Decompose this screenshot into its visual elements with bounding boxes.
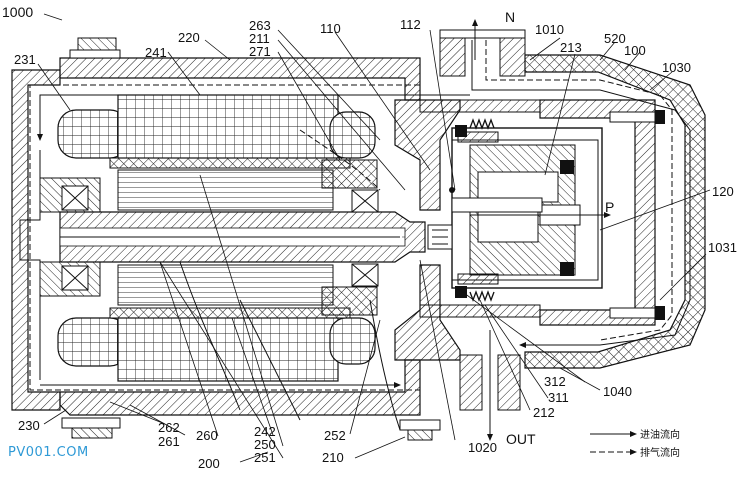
watermark-text: PV001.COM	[8, 445, 89, 460]
pressure-letter: P	[605, 199, 614, 215]
label-520: 520	[604, 31, 626, 46]
exhaust-flow-lines	[29, 40, 673, 391]
rotor	[117, 159, 378, 316]
label-251: 251	[254, 450, 276, 465]
pump-rotor	[451, 127, 603, 289]
label-112: 112	[400, 17, 421, 32]
legend-exhaust-label: 排气流向	[640, 446, 680, 459]
label-312: 312	[544, 374, 566, 389]
oil-flow-lines	[19, 19, 691, 441]
part-labels: 1000 231 241 220 263 211 271 110 112 N 1…	[2, 4, 737, 471]
label-252: 252	[324, 428, 346, 443]
legend-oil-label: 进油流向	[640, 428, 680, 441]
label-271: 271	[249, 44, 271, 59]
leader-lines	[37, 13, 711, 463]
coupling	[427, 187, 455, 250]
label-241: 241	[145, 45, 167, 60]
stator-winding-bottom	[57, 307, 376, 382]
left-bearing	[39, 177, 101, 297]
outlet-port	[459, 354, 521, 411]
label-230: 230	[18, 418, 40, 433]
label-1030: 1030	[662, 60, 691, 75]
inlet-letter: N	[505, 9, 515, 25]
label-262: 262	[158, 420, 180, 435]
label-1040: 1040	[603, 384, 632, 399]
outlet-letter: OUT	[506, 431, 536, 447]
label-110: 110	[320, 21, 341, 36]
label-242: 242	[254, 424, 276, 439]
label-210: 210	[322, 450, 344, 465]
flow-legend: 进油流向 排气流向	[590, 428, 680, 459]
label-1031: 1031	[708, 240, 737, 255]
label-311: 311	[548, 390, 569, 405]
label-263: 263	[249, 18, 271, 33]
label-100: 100	[624, 43, 646, 58]
stator-winding-top	[57, 94, 376, 169]
label-220: 220	[178, 30, 200, 45]
motor-housing	[11, 37, 421, 439]
label-213: 213	[560, 40, 582, 55]
springs	[455, 118, 495, 302]
right-bearing	[351, 189, 379, 287]
label-250: 250	[254, 437, 276, 452]
label-212: 212	[533, 405, 555, 420]
label-260: 260	[196, 428, 218, 443]
inlet-port	[439, 29, 526, 77]
label-211: 211	[249, 31, 270, 46]
figure-number-label: 1000	[2, 4, 33, 20]
pump-cover	[524, 54, 706, 369]
label-120: 120	[712, 184, 734, 199]
label-261: 261	[158, 434, 180, 449]
label-200: 200	[198, 456, 220, 471]
label-1010: 1010	[535, 22, 564, 37]
pump-body	[394, 99, 541, 441]
label-231: 231	[14, 52, 36, 67]
label-1020: 1020	[468, 440, 497, 455]
